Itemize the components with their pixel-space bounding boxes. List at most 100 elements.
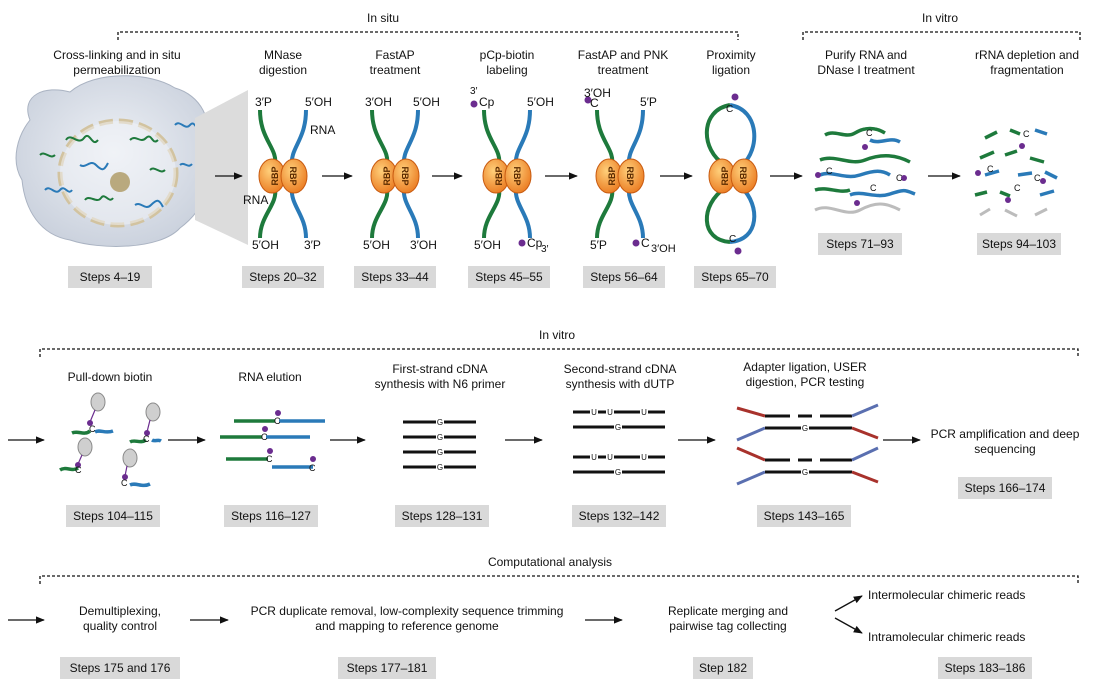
u-label: U <box>591 453 597 462</box>
biotin-dot-icon <box>731 93 739 101</box>
rbp-label: RBP <box>494 166 504 185</box>
steps-badge: Steps 94–103 <box>977 233 1061 255</box>
label-demux: Demultiplexing, quality control <box>78 604 162 633</box>
end-label: 5′P <box>590 238 607 252</box>
label-mnase: MNase digestion <box>258 48 308 77</box>
u-label: U <box>641 453 647 462</box>
g-label: G <box>437 448 443 457</box>
c-label: C <box>826 166 833 176</box>
first-strand-cdna-icon <box>403 420 476 469</box>
label-fastap-pnk: FastAP and PNK treatment <box>577 48 669 77</box>
in-situ-bracket <box>117 31 739 40</box>
label-crosslink: Cross-linking and in situ permeabilizati… <box>53 48 181 77</box>
g-label: G <box>437 418 443 427</box>
c-label: C <box>987 164 994 174</box>
rna-label: RNA <box>310 123 335 137</box>
c-label: C <box>75 465 82 475</box>
end-label: 3′OH <box>651 243 676 255</box>
end-label: C <box>641 236 650 250</box>
c-label: C <box>866 128 873 138</box>
in-vitro-top-bracket <box>802 31 1081 40</box>
rbp-label: RBP <box>512 166 522 185</box>
biotin-dot-icon <box>734 247 742 255</box>
steps-badge: Steps 128–131 <box>395 505 489 527</box>
steps-badge: Steps 20–32 <box>242 266 324 288</box>
biotin-dot-icon <box>470 100 478 108</box>
label-second-strand: Second-strand cDNA synthesis with dUTP <box>563 362 677 391</box>
end-label: 3′ <box>541 244 549 255</box>
zoom-cone <box>195 90 248 245</box>
steps-badge: Steps 33–44 <box>354 266 436 288</box>
label-intramolecular: Intramolecular chimeric reads <box>868 630 1026 644</box>
rbp-complex-proximity <box>704 93 758 255</box>
end-label: 3′OH <box>365 95 392 109</box>
end-label: 3′OH <box>584 86 611 100</box>
c-label: C <box>1023 129 1030 139</box>
c-label: C <box>870 183 877 193</box>
rbp-label: RBP <box>720 166 730 185</box>
u-label: U <box>607 408 613 417</box>
end-label: C <box>590 96 599 110</box>
second-strand-cdna-icon <box>573 410 665 474</box>
c-label: C <box>121 478 128 488</box>
steps-badge: Steps 4–19 <box>68 266 152 288</box>
c-label: C <box>266 454 273 464</box>
end-label: 3′P <box>304 238 321 252</box>
rbp-label: RBP <box>625 166 635 185</box>
c-label: C <box>729 234 736 245</box>
c-label: C <box>274 416 281 426</box>
steps-badge: Steps 177–181 <box>338 657 436 679</box>
end-label: 5′OH <box>305 95 332 109</box>
end-label: Cp <box>479 95 495 109</box>
label-fastap: FastAP treatment <box>369 48 421 77</box>
steps-badge: Steps 183–186 <box>938 657 1032 679</box>
rbp-complex-mnase <box>258 109 308 239</box>
label-pcr: PCR amplification and deep sequencing <box>930 427 1080 456</box>
label-dedup: PCR duplicate removal, low-complexity se… <box>250 604 564 633</box>
eluted-rna-icon <box>220 410 325 469</box>
label-adapter: Adapter ligation, USER digestion, PCR te… <box>743 360 867 389</box>
biotin-dot-icon <box>584 96 592 104</box>
rbp-label: RBP <box>288 166 298 185</box>
steps-badge: Steps 65–70 <box>694 266 776 288</box>
c-label: C <box>309 463 316 473</box>
end-label: 3′OH <box>410 238 437 252</box>
rbp-labels: RBP RBP RBP RBP RBP RBP RBP RBP RBP RBP <box>270 166 748 185</box>
end-label: 5′OH <box>363 238 390 252</box>
c-label: C <box>89 424 96 434</box>
rna-label: RNA <box>243 193 268 207</box>
steps-badge: Steps 116–127 <box>224 505 318 527</box>
rbp-label: RBP <box>738 166 748 185</box>
steps-badge: Steps 71–93 <box>818 233 902 255</box>
c-label: C <box>1034 173 1041 183</box>
steps-badge: Steps 175 and 176 <box>60 657 180 679</box>
c-label: C <box>261 432 268 442</box>
biotin-dot-icon <box>518 239 526 247</box>
end-label: 3′P <box>255 95 272 109</box>
u-label: U <box>591 408 597 417</box>
arrow-icon <box>8 595 863 634</box>
steps-badge: Step 182 <box>693 657 753 679</box>
end-label: 5′OH <box>413 95 440 109</box>
section-in-situ: In situ <box>366 11 399 25</box>
steps-badge: Steps 104–115 <box>66 505 160 527</box>
g-label: G <box>615 423 621 432</box>
rbp-label: RBP <box>607 166 617 185</box>
label-elution: RNA elution <box>238 370 302 384</box>
section-in-vitro-mid: In vitro <box>538 328 575 342</box>
section-computational: Computational analysis <box>487 555 613 569</box>
rbp-complex-pcp <box>470 100 532 247</box>
g-label: G <box>437 463 443 472</box>
g-label: G <box>615 468 621 477</box>
end-label: 3′ <box>470 86 478 97</box>
end-label: 5′OH <box>252 238 279 252</box>
rbp-complex-fastap <box>370 109 420 239</box>
adapter-ligation-icon <box>736 403 879 486</box>
g-label: G <box>802 424 808 433</box>
label-intermolecular: Intermolecular chimeric reads <box>868 588 1026 602</box>
rbp-label: RBP <box>400 166 410 185</box>
g-label: G <box>802 468 808 477</box>
label-merge: Replicate merging and pairwise tag colle… <box>667 604 789 633</box>
label-rrna: rRNA depletion and fragmentation <box>974 48 1080 77</box>
